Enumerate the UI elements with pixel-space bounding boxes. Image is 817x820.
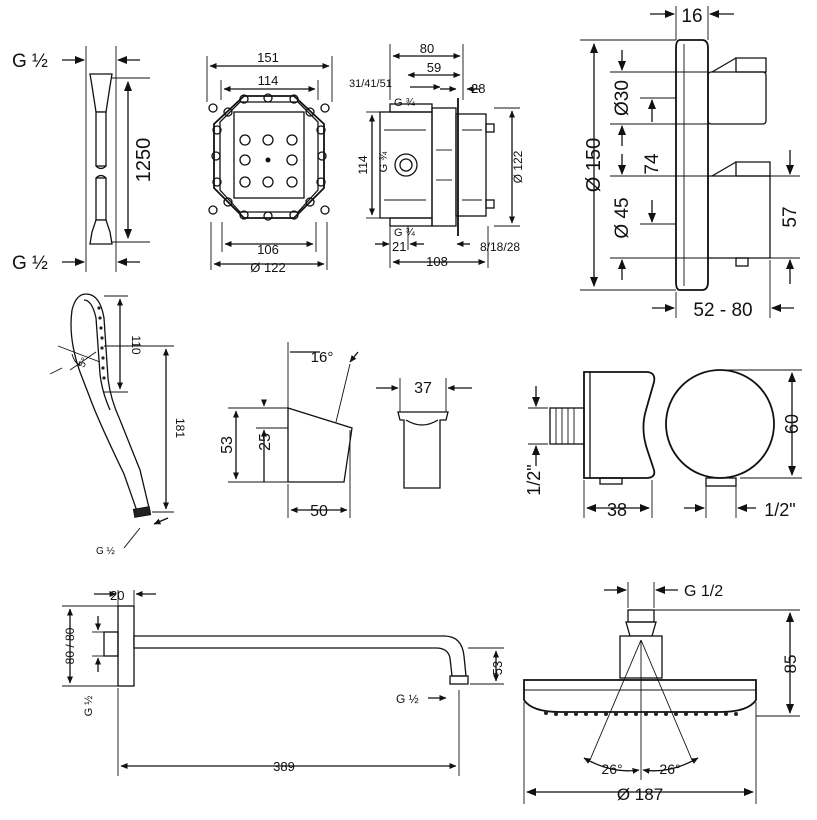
outlet-38: 38 [607,500,627,520]
hose-thread-top: G ½ [12,51,48,72]
holder-25: 25 [257,433,274,451]
arm-53: 53 [490,661,505,675]
ibox-side-114: 114 [356,155,370,174]
ibox-width-114: 114 [258,73,279,88]
outlet-half-inch-a: 1/2" [524,464,544,495]
holder-50: 50 [310,503,328,520]
arm-20: 20 [110,588,124,603]
hose-thread-bottom: G ½ [12,253,48,274]
thermostat-52-80: 52 - 80 [693,300,752,321]
thermostat-dia-45: Ø 45 [612,197,633,238]
ibox-side-59: 59 [427,60,441,75]
arm-389: 389 [273,759,295,774]
outlet-60: 60 [782,414,802,434]
shower-hose-drawing: G ½ G ½ 1250 [12,46,155,274]
overhead-shower-drawing: G 1/2 26° 26° 85 Ø 187 [523,582,800,804]
holder-53: 53 [219,436,236,454]
arm-thread-g2: G ½ [396,692,419,706]
ibox-front-drawing: 151 114 106 Ø 122 [206,50,333,275]
shower-arm-drawing: 20 80 / 80 G ½ G ½ 53 389 [62,588,505,776]
hand-shower-110: 110 [129,335,143,354]
ibox-side-8-18-28: 8/18/28 [480,240,520,254]
arm-thread-g: G ½ [83,696,95,717]
thermostat-74: 74 [642,153,663,175]
wall-holder-drawing: 16° 53 25 50 [219,342,359,520]
hand-shower-angle: 5° [77,356,91,370]
ibox-side-21: 21 [392,239,406,254]
hose-length-label: 1250 [133,138,155,183]
overhead-angle-a: 26° [601,761,622,777]
bracket-37: 37 [414,380,432,397]
thermostat-dia-150: Ø 150 [583,138,605,192]
ibox-side-dia-122: Ø 122 [511,150,525,183]
arm-80-80: 80 / 80 [63,627,77,664]
ibox-side-g-mid: G ¾ [378,151,390,173]
wall-outlet-drawing: 1/2" 38 60 1/2" [524,369,802,520]
holder-angle: 16° [311,349,334,366]
outlet-half-inch-b: 1/2" [764,500,795,520]
overhead-85: 85 [781,655,800,674]
hand-shower-thread: G ½ [96,546,116,557]
thermostat-drawing: 16 Ø 150 Ø30 74 Ø 45 [580,6,801,321]
ibox-side-31: 31/41/51 [349,78,392,90]
shower-bracket-drawing: 37 [376,378,472,489]
overhead-angle-b: 26° [659,761,680,777]
hand-shower-181: 181 [173,418,187,438]
thermostat-dia-30: Ø30 [612,80,633,116]
ibox-width-151: 151 [257,50,279,65]
ibox-side-108: 108 [426,254,448,269]
thermostat-57: 57 [780,206,801,227]
ibox-side-g-bot: G ¾ [394,227,416,239]
ibox-side-80: 80 [420,41,434,56]
overhead-thread: G 1/2 [684,583,723,600]
ibox-side-drawing: 80 59 31/41/51 28 G ¾ G ¾ 114 Ø 122 G ¾ [349,41,525,269]
thermostat-16: 16 [681,6,702,27]
ibox-dia-122: Ø 122 [250,260,285,275]
overhead-dia-187: Ø 187 [617,785,663,804]
ibox-width-106: 106 [257,242,279,257]
ibox-side-g-top: G ¾ [394,97,416,109]
hand-shower-drawing: 110 181 5° G ½ [49,293,187,557]
